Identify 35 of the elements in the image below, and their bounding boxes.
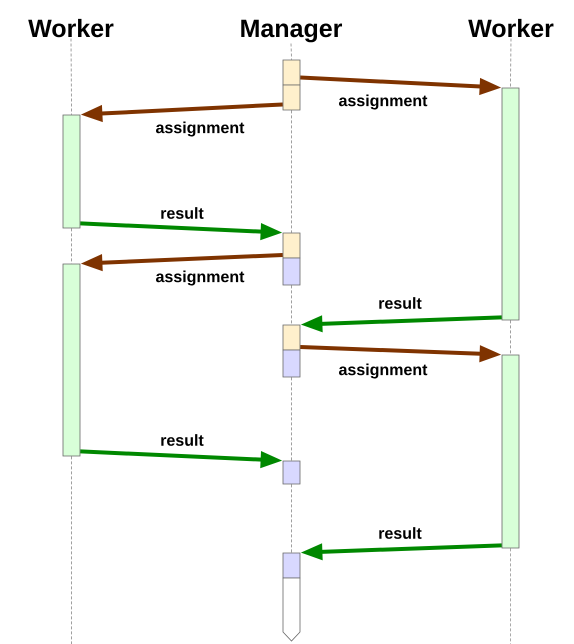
activation-bar [282,84,300,110]
edge-label: assignment [338,362,428,380]
lifeline [71,228,72,264]
activation-bar [282,552,300,578]
activation-bar [62,114,80,228]
lifeline [291,285,292,325]
lifeline [291,110,292,233]
lifeline [70,38,72,115]
activation-bar [62,264,80,456]
edge-label: assignment [154,270,246,286]
activation-bar [282,60,300,86]
lifeline [71,456,72,644]
lifeline [510,38,512,88]
edge-label: result [159,433,205,447]
lifeline [510,548,511,644]
lifeline-header: Worker [468,18,554,38]
lifeline [291,484,292,553]
activation-bar [282,324,300,350]
lifeline [510,320,511,355]
activation-bar [282,578,300,642]
activation-bar [282,258,300,286]
edge-label: result [377,526,423,540]
activation-bar [282,460,300,484]
activation-bar [282,350,300,378]
edge-label: assignment [154,120,246,138]
lifeline [290,43,292,60]
lifeline [291,377,292,461]
lifeline-header: Manager [241,20,342,42]
edge-label: result [159,206,205,220]
activation-bar [502,88,520,320]
edge-label: result [377,296,423,310]
lifeline-header: Worker [28,18,114,38]
activation-bar [282,232,300,258]
edge-label: assignment [338,94,428,110]
activation-bar [502,354,520,548]
